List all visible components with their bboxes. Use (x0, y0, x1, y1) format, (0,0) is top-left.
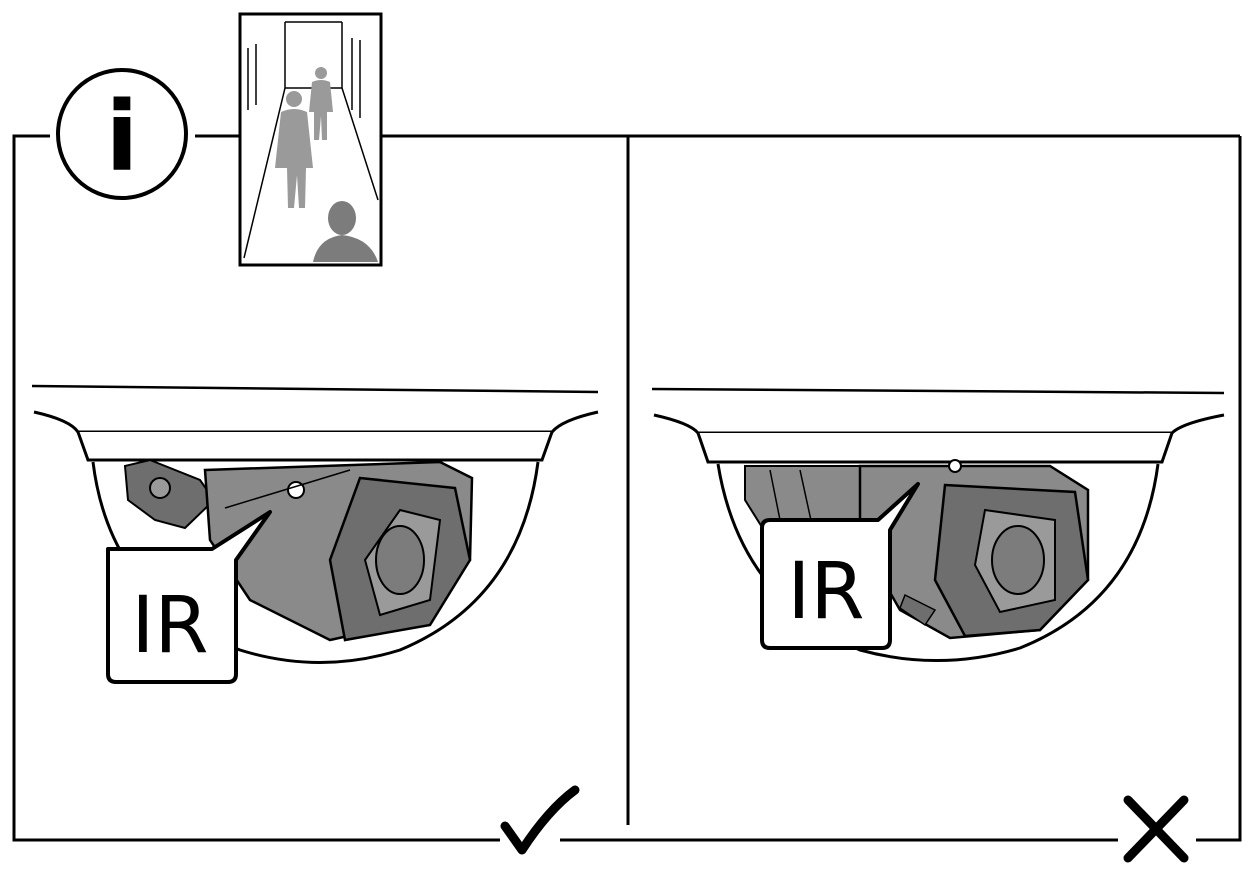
dome-camera (653, 413, 1225, 663)
ir-callout: IR (106, 510, 272, 684)
ir-label: IR (131, 581, 208, 671)
person-silhouette (275, 67, 333, 208)
check-icon (500, 785, 580, 855)
svg-text:i: i (106, 81, 139, 193)
ir-label: IR (787, 547, 864, 637)
camera-module (744, 459, 1090, 640)
corridor-view-thumbnail (238, 12, 383, 267)
ir-callout: IR (760, 482, 920, 650)
panel-incorrect: IR (651, 387, 1225, 863)
outer-frame (12, 134, 1242, 842)
panel-correct: IR (31, 384, 599, 855)
info-icon: i (56, 68, 188, 200)
cross-icon (1123, 795, 1189, 863)
ceiling-line (651, 387, 1225, 395)
person-foreground (313, 201, 378, 262)
ceiling-line (31, 384, 599, 394)
